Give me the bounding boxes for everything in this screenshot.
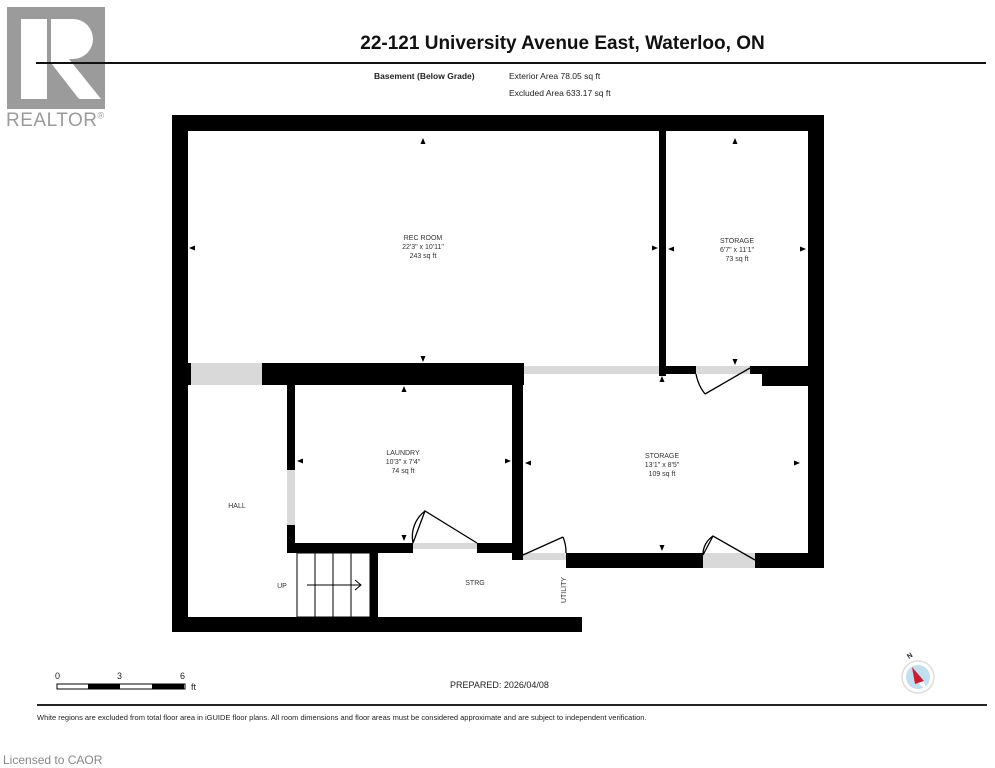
realtor-wordmark: REALTOR® (6, 110, 105, 132)
doors (411, 367, 756, 561)
prepared-date: PREPARED: 2026/04/08 (450, 680, 549, 690)
svg-text:N: N (906, 652, 914, 661)
room-name: UP (277, 583, 287, 590)
room-area: 109 sq ft (649, 471, 676, 478)
room-dims: 13'1" x 8'5" (645, 462, 680, 469)
exterior-area: Exterior Area 78.05 sq ft (509, 71, 601, 81)
room-area: 73 sq ft (726, 256, 749, 263)
room-name: REC ROOM (404, 235, 443, 242)
room-name: STRG (465, 580, 484, 587)
footer-divider (37, 704, 987, 706)
disclaimer: White regions are excluded from total fl… (37, 713, 647, 722)
room-name: STORAGE (645, 453, 679, 460)
room-name: HALL (228, 503, 246, 510)
realtor-text: REALTOR (6, 110, 98, 131)
page-title: 22-121 University Avenue East, Waterloo,… (360, 33, 765, 54)
compass-icon: N (901, 652, 935, 694)
room-dims: 6'7" x 11'1" (720, 247, 754, 254)
walls (172, 115, 824, 632)
scale-unit: ft (191, 682, 197, 692)
realtor-r-icon (21, 19, 101, 99)
room-dims: 22'3" x 10'11" (402, 244, 444, 251)
registered-mark: ® (97, 110, 105, 121)
scale-bar (56, 683, 186, 690)
openings (191, 363, 755, 568)
room-dims: 10'3" x 7'4" (386, 459, 421, 466)
floor-label: Basement (Below Grade) (374, 71, 475, 81)
room-area: 74 sq ft (392, 468, 415, 475)
room-labels: REC ROOM 22'3" x 10'11" 243 sq ft STORAG… (228, 235, 754, 603)
scale-tick-6: 6 (180, 671, 186, 681)
dimension-arrows (189, 138, 806, 551)
scale-tick-0: 0 (55, 671, 61, 681)
room-name: LAUNDRY (386, 450, 420, 457)
room-area: 243 sq ft (410, 253, 437, 260)
realtor-logo (7, 7, 105, 109)
license-notice: Licensed to CAOR (3, 753, 103, 767)
room-name: STORAGE (720, 238, 754, 245)
title-divider (36, 62, 986, 64)
excluded-area: Excluded Area 633.17 sq ft (509, 88, 611, 98)
room-name: UTILITY (561, 577, 568, 603)
scale-tick-3: 3 (117, 671, 123, 681)
stairs (296, 552, 371, 618)
